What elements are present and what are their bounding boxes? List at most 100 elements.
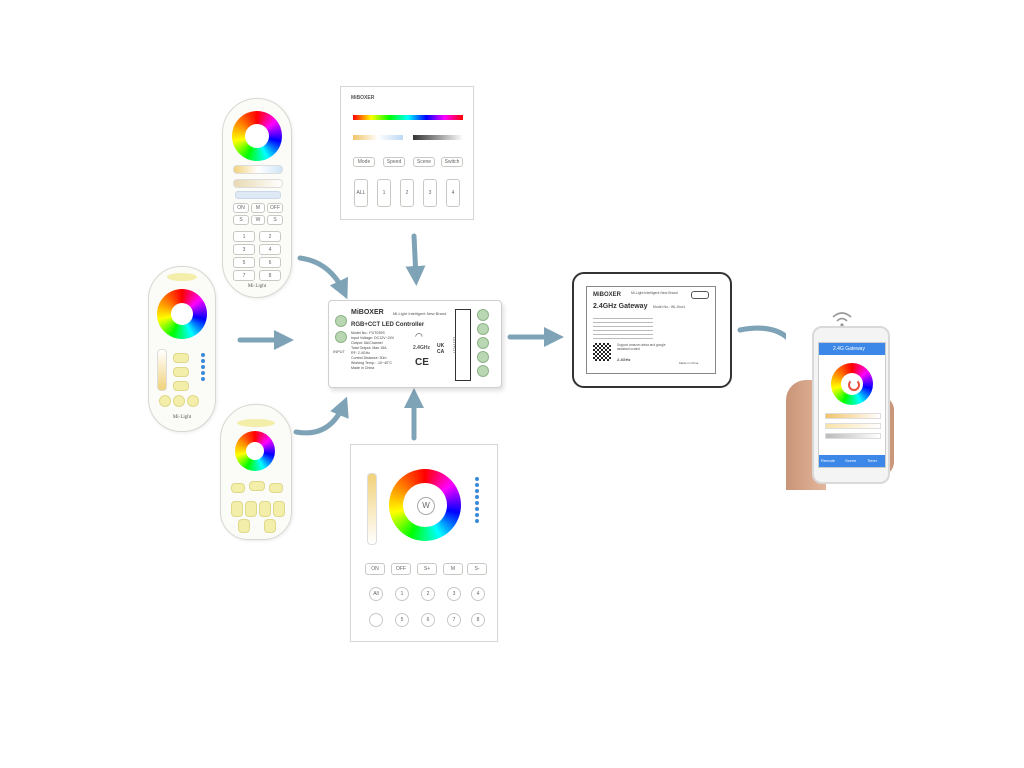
remote-bottom	[220, 404, 292, 540]
key-w[interactable]: W	[251, 215, 265, 225]
warm-cool-slider[interactable]	[353, 135, 403, 140]
zone-button-1[interactable]: 1	[395, 587, 409, 601]
speed-button[interactable]: Speed	[383, 157, 405, 167]
zone-all-button[interactable]: All	[369, 587, 383, 601]
off-button[interactable]	[269, 483, 283, 493]
zone-button-2[interactable]: 2	[259, 231, 281, 242]
output-terminal[interactable]	[477, 337, 489, 349]
m-button[interactable]: M	[251, 203, 265, 213]
zone-1-switch[interactable]: 1	[377, 179, 391, 207]
off-button[interactable]: OFF	[391, 563, 411, 575]
zone-button-4[interactable]: 4	[471, 587, 485, 601]
zone-button-8[interactable]: 8	[259, 270, 281, 281]
yellow-arc	[237, 419, 275, 427]
mode-button[interactable]	[231, 483, 245, 493]
output-terminal[interactable]	[477, 309, 489, 321]
zone-button-3[interactable]: 3	[233, 244, 255, 255]
ukca-mark: UK CA	[437, 343, 445, 355]
off-button[interactable]: OFF	[267, 203, 283, 213]
brightness-bar	[233, 165, 283, 174]
zone-button-7[interactable]: 7	[233, 270, 255, 281]
brightness-slider[interactable]	[413, 135, 463, 140]
zone-button-6[interactable]: 6	[259, 257, 281, 268]
zone-4-switch[interactable]: 4	[446, 179, 460, 207]
tab-scene[interactable]: Scene	[845, 458, 857, 463]
app-header: 2.4G Gateway	[819, 343, 885, 355]
output-block	[455, 309, 471, 381]
freq-label: 2.4GHz	[413, 345, 430, 351]
arrow-top-remote	[297, 255, 348, 300]
key-s2[interactable]: S	[267, 215, 283, 225]
mode-button[interactable]	[173, 353, 189, 363]
zone-button-3[interactable]: 3	[447, 587, 461, 601]
scene-button[interactable]: Scene	[413, 157, 435, 167]
controller-brand-note: Mi-Light Intelligent New Brand	[393, 311, 447, 316]
white-slider[interactable]	[367, 473, 377, 545]
spec-line: Control Distance: 30m	[351, 356, 387, 360]
zone-button-1[interactable]	[159, 395, 171, 407]
zone-button-8[interactable]: 8	[471, 613, 485, 627]
zone-button-2[interactable]: 2	[421, 587, 435, 601]
brightness-slider[interactable]	[825, 423, 881, 429]
white-bar	[157, 349, 167, 391]
zone-button-5[interactable]: 5	[233, 257, 255, 268]
phone-hand-photo: 2.4G Gateway Remote Scene Timer	[786, 306, 894, 490]
brightness-dots[interactable]	[475, 475, 479, 525]
wifi-icon: ◠	[415, 331, 423, 341]
app-header-title: 2.4G Gateway	[833, 346, 865, 352]
scene-button[interactable]	[369, 613, 383, 627]
zone-button-5[interactable]	[238, 519, 250, 533]
zone-button-2[interactable]	[173, 395, 185, 407]
input-terminal-1[interactable]	[335, 315, 347, 327]
remote-brand: Mi·Light	[172, 415, 192, 420]
power-icon[interactable]	[848, 379, 860, 391]
zone-button-4[interactable]	[273, 501, 285, 517]
tab-timer[interactable]: Timer	[867, 458, 878, 463]
tab-remote[interactable]: Remote	[821, 458, 836, 463]
mode-button[interactable]: M	[443, 563, 463, 575]
warm-slider[interactable]	[825, 413, 881, 419]
gateway-brand: MiBOXER	[593, 292, 622, 298]
speed-down-button[interactable]: S-	[467, 563, 487, 575]
speed-up-button[interactable]: S+	[417, 563, 437, 575]
zone-3-switch[interactable]: 3	[423, 179, 437, 207]
switch-button[interactable]: Switch	[441, 157, 463, 167]
phone-body: 2.4G Gateway Remote Scene Timer	[812, 326, 890, 484]
white-center-button[interactable]: W	[417, 497, 435, 515]
output-terminal[interactable]	[477, 351, 489, 363]
zone-button-1[interactable]	[231, 501, 243, 517]
zone-button-1[interactable]: 1	[233, 231, 255, 242]
input-terminal-2[interactable]	[335, 331, 347, 343]
zone-button-6[interactable]: 6	[421, 613, 435, 627]
zone-button-2[interactable]	[245, 501, 257, 517]
key-s[interactable]: S	[233, 215, 249, 225]
remote-left: Mi·Light	[148, 266, 216, 432]
output-terminal[interactable]	[477, 323, 489, 335]
spec-line: Output: 5A/Channel	[351, 341, 383, 345]
on-button[interactable]: ON	[365, 563, 385, 575]
zone-button-6[interactable]	[264, 519, 276, 533]
gateway-device: MiBOXER Mi-Light Intelligent New Brand 2…	[572, 272, 732, 388]
saturation-slider[interactable]	[825, 433, 881, 439]
gateway-model: Model No.: WL-Box1	[653, 305, 686, 309]
zone-all-switch[interactable]: ALL	[354, 179, 368, 207]
controller-specs: Model No.: FUT039S Input Voltage: DC12V~…	[351, 331, 411, 371]
spec-line: Made in China	[351, 366, 375, 370]
rgb-slider[interactable]	[353, 115, 463, 120]
output-terminal[interactable]	[477, 365, 489, 377]
on-button[interactable]: ON	[233, 203, 249, 213]
on-button[interactable]	[249, 481, 265, 491]
zone-button-5[interactable]: 5	[395, 613, 409, 627]
zone-button-3[interactable]	[259, 501, 271, 517]
white-button[interactable]	[173, 381, 189, 391]
gateway-toggle[interactable]	[691, 291, 709, 299]
zone-button-7[interactable]: 7	[447, 613, 461, 627]
speed-button[interactable]	[173, 367, 189, 377]
brand-wing	[167, 273, 197, 281]
zone-2-switch[interactable]: 2	[400, 179, 414, 207]
gateway-label: MiBOXER Mi-Light Intelligent New Brand 2…	[586, 286, 716, 374]
zone-button-4[interactable]: 4	[259, 244, 281, 255]
mode-button[interactable]: Mode	[353, 157, 375, 167]
zone-button-3[interactable]	[187, 395, 199, 407]
